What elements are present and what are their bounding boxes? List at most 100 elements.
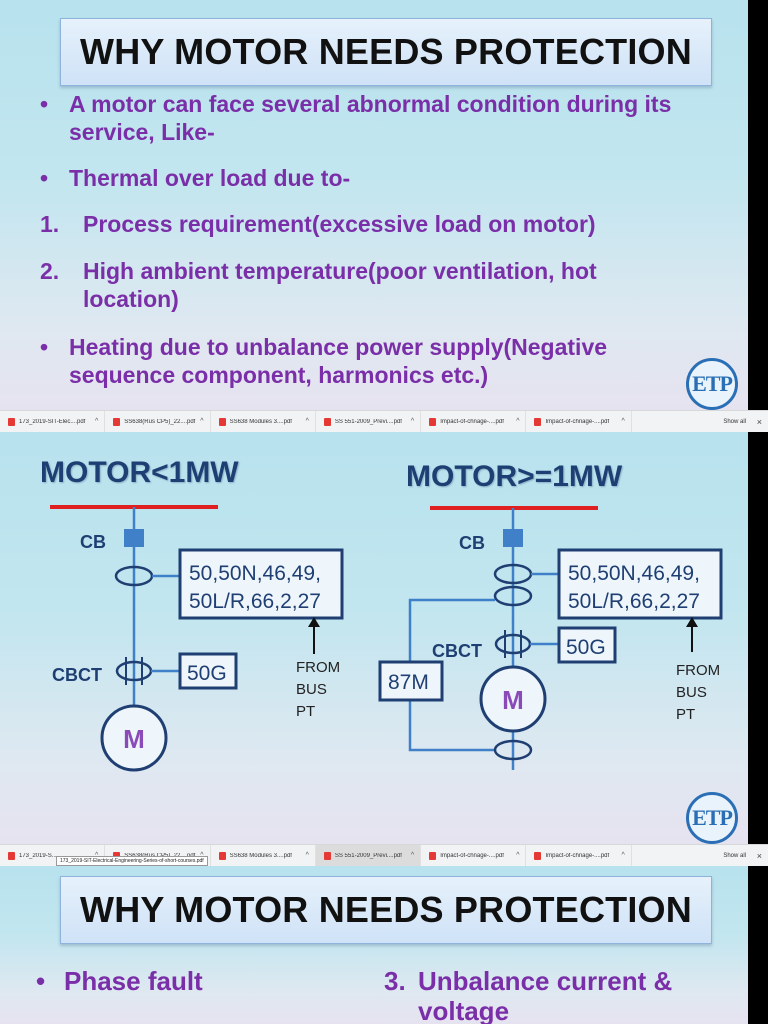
download-filename: Impact-of-chnage-....pdf <box>545 852 610 859</box>
download-filename: 173_2019-SIT-Elec....pdf <box>19 418 86 425</box>
download-item-6[interactable]: Impact-of-chnage-....pdf ^ <box>526 411 632 432</box>
download-filename: Impact-of-chnage-....pdf <box>440 418 504 425</box>
left-relay-line-2: 50L/R,66,2,27 <box>189 590 321 613</box>
left-from-label: FROM <box>296 659 340 676</box>
protection-diagram: MOTOR<1MW CB 50,50N,46,49, 50L/R,66,2,27… <box>40 456 723 772</box>
download-item-3[interactable]: SS638 Modules 3....pdf ^ <box>211 845 316 866</box>
download-item-5[interactable]: Impact-of-chnage-....pdf ^ <box>421 845 527 866</box>
download-item-6[interactable]: Impact-of-chnage-....pdf ^ <box>526 845 632 866</box>
right-diff-relay-box <box>378 660 444 702</box>
left-ground-relay-box <box>178 652 238 690</box>
download-filename: SS638(Rus CP5)_22....pdf <box>124 418 196 425</box>
chevron-up-icon[interactable]: ^ <box>305 418 309 425</box>
close-icon[interactable]: × <box>756 850 762 861</box>
show-all-button[interactable]: Show all <box>723 852 746 859</box>
right-pt-arrowhead <box>686 617 698 627</box>
bullet-marker: • <box>40 334 49 360</box>
pdf-icon <box>113 851 121 860</box>
slide-1-item-3: 1. Process requirement(excessive load on… <box>40 210 730 238</box>
item-text: sequence component, harmonics etc.) <box>69 362 489 388</box>
right-cbct-label: CBCT <box>432 641 482 661</box>
slide-1-title: WHY MOTOR NEEDS PROTECTION <box>80 31 692 72</box>
logo-text: ETP <box>692 805 733 830</box>
chevron-up-icon[interactable]: ^ <box>200 852 203 859</box>
pdf-icon <box>534 417 542 426</box>
item-text: voltage <box>418 996 510 1024</box>
chevron-up-icon[interactable]: ^ <box>516 852 520 859</box>
right-ct-symbol-2 <box>493 585 533 607</box>
slide-3: WHY MOTOR NEEDS PROTECTION • Phase fault… <box>0 866 748 1024</box>
download-filename: SS 551-2009_Previ....pdf <box>334 852 402 859</box>
left-relay-line-1: 50,50N,46,49, <box>189 562 321 585</box>
item-text: service, Like- <box>69 119 215 145</box>
right-ground-relay-label: 50G <box>566 636 606 659</box>
chevron-up-icon[interactable]: ^ <box>305 852 309 859</box>
slide-1: WHY MOTOR NEEDS PROTECTION • A motor can… <box>0 0 748 410</box>
chevron-up-icon[interactable]: ^ <box>200 418 204 425</box>
download-item-5[interactable]: Impact-of-chnage-....pdf ^ <box>421 411 527 432</box>
show-all-button[interactable]: Show all <box>723 418 746 425</box>
number-marker: 3. <box>384 966 406 996</box>
right-motor-label: M <box>502 685 524 715</box>
slide-1-item-1: • A motor can face several abnormal cond… <box>40 90 730 146</box>
slide-2: MOTOR<1MW CB 50,50N,46,49, 50L/R,66,2,27… <box>0 432 748 844</box>
etp-logo: ETP <box>686 792 738 844</box>
item-text: Thermal over load due to- <box>69 165 351 191</box>
pdf-icon <box>113 417 121 426</box>
logo-text: ETP <box>692 371 733 396</box>
bullet-marker: • <box>40 91 49 117</box>
right-bus-label: BUS <box>676 684 707 701</box>
item-text: Unbalance current & <box>418 966 673 996</box>
pdf-icon <box>429 417 437 426</box>
item-text: location) <box>83 286 179 312</box>
chevron-up-icon[interactable]: ^ <box>621 852 625 859</box>
pdf-icon <box>218 417 226 426</box>
slide-3-right-item: 3. Unbalance current & voltage <box>384 966 734 1024</box>
left-diagram-title: MOTOR<1MW <box>40 456 239 489</box>
pdf-icon <box>323 851 331 860</box>
right-ct-symbol-neutral <box>493 739 533 761</box>
pdf-icon <box>218 851 226 860</box>
chevron-up-icon[interactable]: ^ <box>95 418 99 425</box>
slide-1-title-box: WHY MOTOR NEEDS PROTECTION <box>60 18 712 86</box>
right-motor-symbol <box>479 665 547 733</box>
left-motor-label: M <box>123 724 145 754</box>
chevron-up-icon[interactable]: ^ <box>621 418 625 425</box>
left-motor-symbol <box>100 704 168 772</box>
item-text: Process requirement(excessive load on mo… <box>83 211 596 237</box>
download-item-2[interactable]: SS638(Rus CP5)_22....pdf ^ <box>105 845 211 866</box>
right-diagram-title: MOTOR>=1MW <box>406 460 623 493</box>
download-filename: SS 551-2009_Previ....pdf <box>334 418 402 425</box>
item-text: Heating due to unbalance power supply(Ne… <box>69 334 608 360</box>
slide-3-title: WHY MOTOR NEEDS PROTECTION <box>80 889 692 930</box>
left-cbct-label: CBCT <box>52 665 102 685</box>
download-item-4[interactable]: SS 551-2009_Previ....pdf ^ <box>316 411 422 432</box>
chevron-up-icon[interactable]: ^ <box>410 852 415 859</box>
slide-3-title-box: WHY MOTOR NEEDS PROTECTION <box>60 876 712 944</box>
chevron-up-icon[interactable]: ^ <box>410 418 415 425</box>
item-text: Phase fault <box>64 966 203 996</box>
download-item-2[interactable]: SS638(Rus CP5)_22....pdf ^ <box>105 411 211 432</box>
left-bus-label: BUS <box>296 681 327 698</box>
download-item-1[interactable]: 173_2019-S... ^ <box>0 845 106 866</box>
left-relay-box <box>178 548 344 620</box>
left-pt-arrowhead <box>308 617 320 627</box>
download-item-4[interactable]: SS 551-2009_Previ....pdf ^ <box>315 845 422 866</box>
close-icon[interactable]: × <box>756 416 762 427</box>
right-relay-box <box>557 548 723 620</box>
slide-1-item-4: 2. High ambient temperature(poor ventila… <box>40 257 730 313</box>
bullet-marker: • <box>40 165 49 191</box>
download-item-1[interactable]: 173_2019-SIT-Elec....pdf ^ <box>0 411 106 432</box>
item-text: A motor can face several abnormal condit… <box>69 91 672 117</box>
download-bar-1: 173_2019-SIT-Elec....pdf ^ SS638(Rus CP5… <box>0 410 768 432</box>
item-text: High ambient temperature(poor ventilatio… <box>83 258 597 284</box>
right-cb-label: CB <box>459 533 485 553</box>
right-pt-label: PT <box>676 706 695 723</box>
chevron-up-icon[interactable]: ^ <box>516 418 520 425</box>
pdf-icon <box>8 417 15 426</box>
download-item-3[interactable]: SS638 Modules 3....pdf ^ <box>211 411 316 432</box>
download-filename: SS638 Modules 3....pdf <box>229 852 292 859</box>
pdf-icon <box>534 851 542 860</box>
chevron-up-icon[interactable]: ^ <box>95 852 98 859</box>
right-relay-line-1: 50,50N,46,49, <box>568 562 700 585</box>
